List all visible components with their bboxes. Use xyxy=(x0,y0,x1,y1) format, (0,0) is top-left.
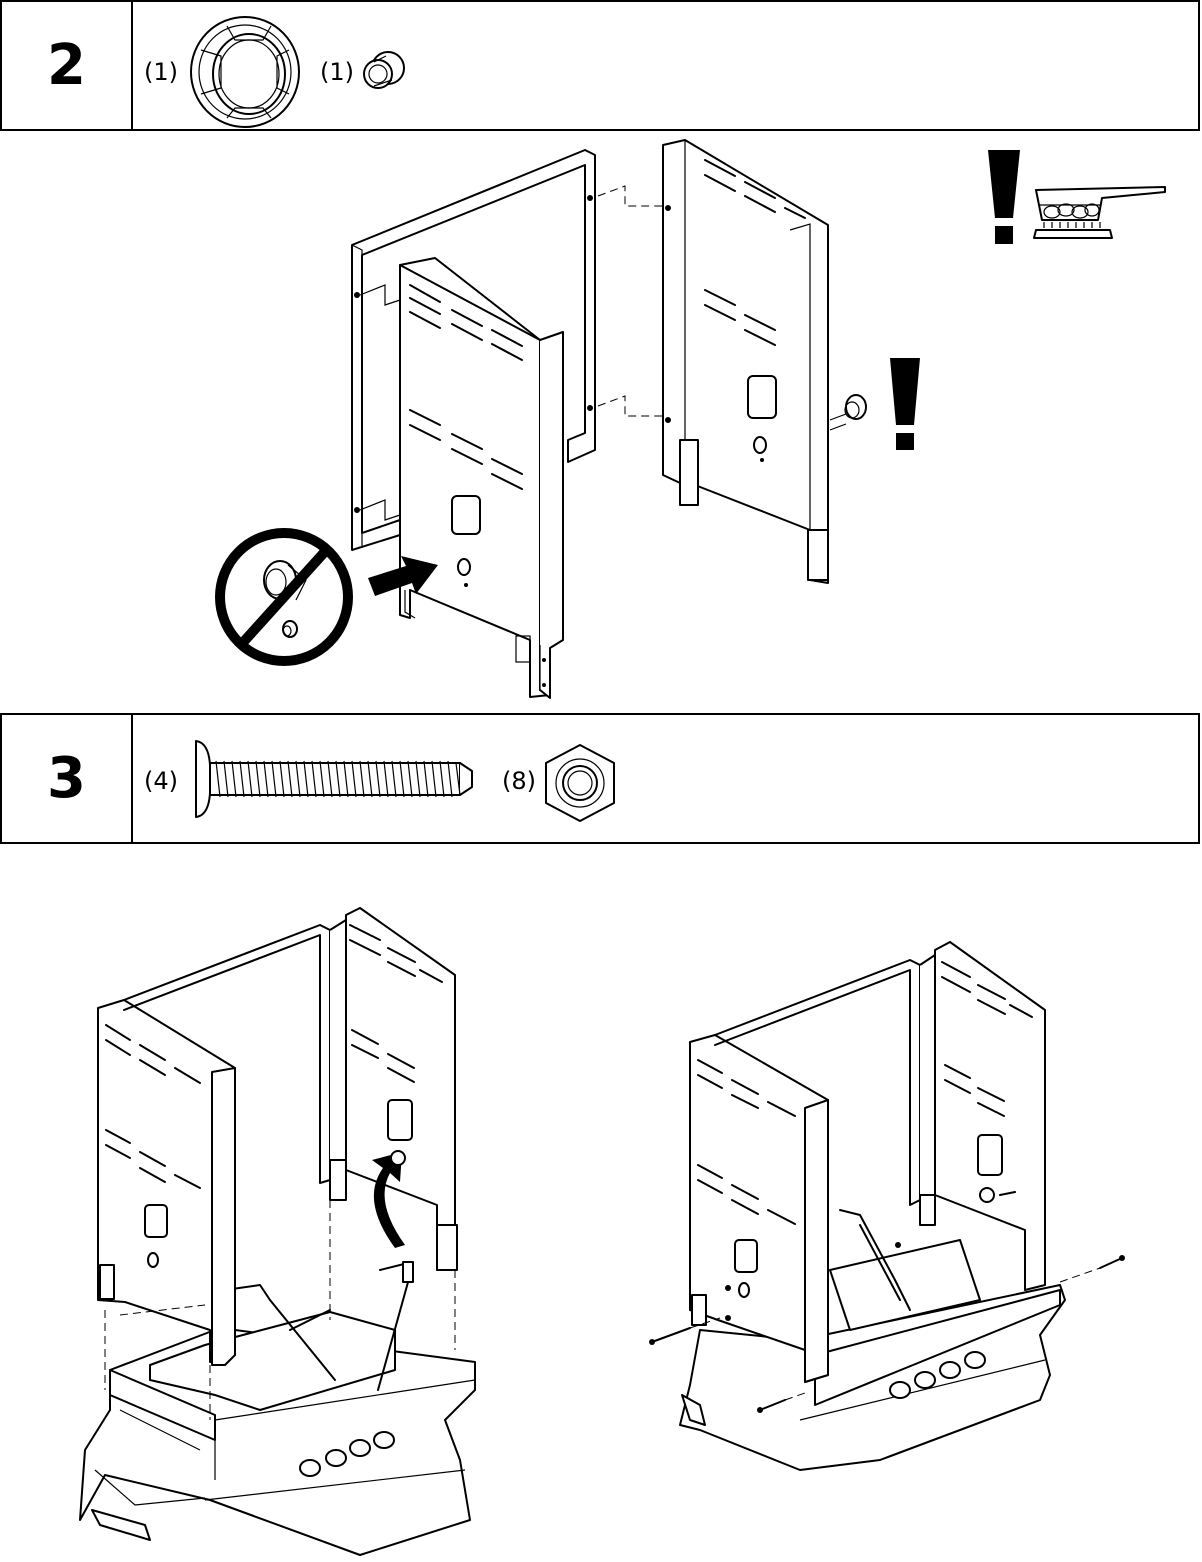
left-side-panel xyxy=(400,258,563,698)
part-quantity: (4) xyxy=(144,767,178,795)
part-quantity: (8) xyxy=(502,767,536,795)
part-quantity: (1) xyxy=(320,58,354,86)
screw-icon xyxy=(186,739,476,819)
hex-nut-icon xyxy=(544,743,616,823)
step-2-parts-bar: 2 (1) (1) xyxy=(0,0,1200,131)
warning-exclamation-icon xyxy=(890,358,920,450)
knob-bushing-icon xyxy=(362,48,408,94)
step-3-illustration-right xyxy=(600,850,1202,1562)
bushing-install xyxy=(830,395,866,430)
step-2-illustration xyxy=(0,135,1202,710)
burner-pan-icon xyxy=(1034,187,1165,238)
left-side-panel xyxy=(690,1035,828,1382)
no-bezel-prohibition-icon xyxy=(220,533,348,661)
part-quantity: (1) xyxy=(144,58,178,86)
step-3-parts-bar: 3 (4) (8) xyxy=(0,713,1200,844)
right-side-panel xyxy=(920,942,1045,1290)
right-side-panel xyxy=(598,140,828,583)
bezel-ring-icon xyxy=(187,12,305,130)
warning-exclamation-icon xyxy=(988,150,1020,244)
left-side-panel xyxy=(98,1000,235,1365)
step-number: 3 xyxy=(2,715,133,842)
step-3-illustration-left xyxy=(0,850,600,1562)
step-number: 2 xyxy=(2,2,133,129)
right-side-panel xyxy=(330,908,457,1270)
